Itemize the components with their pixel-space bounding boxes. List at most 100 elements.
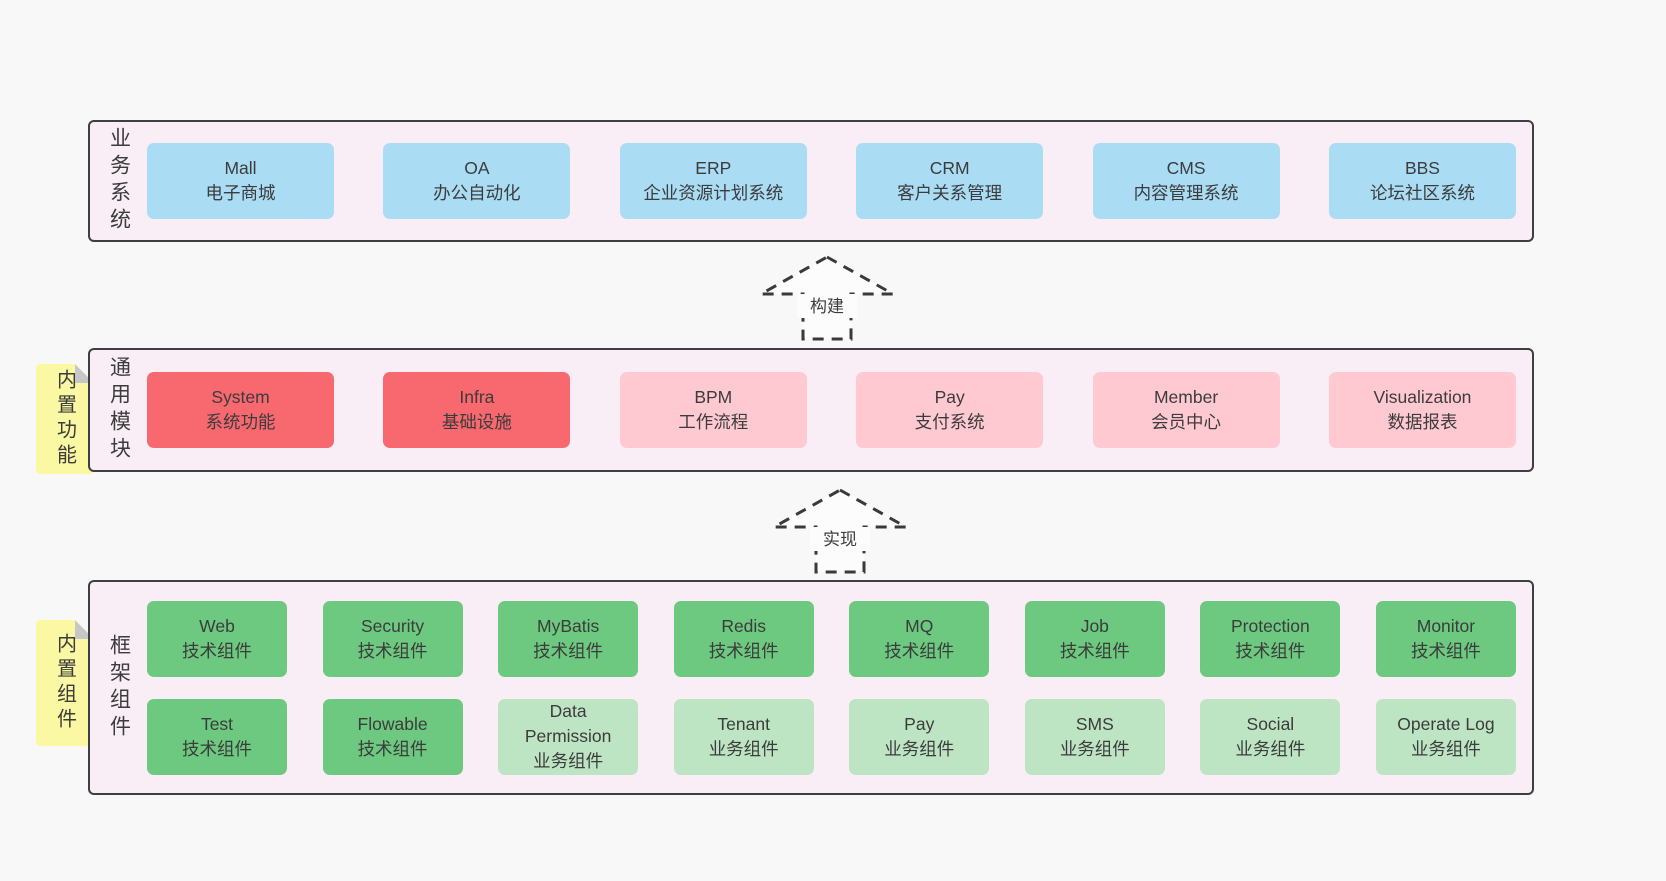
box-subtitle: 企业资源计划系统 [643,183,784,203]
box-title: Data Permission [524,701,612,747]
box-subtitle: 技术组件 [357,640,428,661]
box-title: Job [1080,615,1109,636]
box-subtitle: 工作流程 [678,412,749,432]
box-title: BBS [1404,158,1440,179]
box-subtitle: 内容管理系统 [1133,183,1239,203]
box-crm: CRM 客户关系管理 [856,143,1044,219]
box-test: Test 技术组件 [147,698,287,775]
box-tenant: Tenant 业务组件 [673,698,814,775]
box-subtitle: 论坛社区系统 [1369,183,1475,203]
components-row-1: Web 技术组件 Security 技术组件 MyBatis 技术组件 Redi… [147,600,1516,677]
framework-components-grid: Web 技术组件 Security 技术组件 MyBatis 技术组件 Redi… [147,582,1532,793]
box-job: Job 技术组件 [1024,600,1165,677]
box-title: Social [1246,713,1295,734]
box-subtitle: 业务组件 [884,738,955,759]
box-cms: CMS 内容管理系统 [1092,143,1280,219]
box-subtitle: 系统功能 [205,412,276,432]
box-title: Protection [1230,615,1310,636]
box-bpm: BPM 工作流程 [619,372,807,448]
box-subtitle: 技术组件 [182,640,252,661]
box-flowable: Flowable 技术组件 [322,698,463,775]
box-title: Test [200,713,234,734]
box-data-permission: Data Permission 业务组件 [498,698,639,775]
arrow-label-bg [810,527,870,551]
tab-built-in-features: 内置功能 [36,364,94,474]
box-bbs: BBS 论坛社区系统 [1328,143,1516,219]
box-subtitle: 基础设施 [441,412,512,432]
box-web: Web 技术组件 [147,600,287,677]
box-title: Tenant [717,713,770,734]
box-title: ERP [695,158,732,179]
tab-label: 内置功能 [53,369,76,469]
box-title: Pay [904,713,935,734]
box-title: CRM [929,158,970,179]
box-monitor: Monitor 技术组件 [1375,600,1516,677]
box-subtitle: 技术组件 [533,640,604,661]
box-title: System [211,387,270,408]
box-subtitle: 技术组件 [357,738,428,759]
box-subtitle: 业务组件 [533,750,604,771]
box-title: Security [360,615,425,636]
box-operate-log: Operate Log 业务组件 [1375,698,1516,775]
box-system: System 系统功能 [147,372,334,448]
tab-label: 内置组件 [53,633,76,733]
box-title: Redis [721,615,767,636]
box-title: MyBatis [537,615,600,636]
build-arrow-label: 构建 [810,297,844,316]
box-subtitle: 会员中心 [1151,412,1222,432]
implement-arrow: 实现 [770,487,910,575]
box-title: Monitor [1416,615,1476,636]
box-subtitle: 业务组件 [708,738,779,759]
box-title: Pay [934,387,965,408]
box-title: OA [464,158,490,179]
box-protection: Protection 技术组件 [1200,600,1341,677]
box-title: Flowable [357,713,428,734]
box-mybatis: MyBatis 技术组件 [498,600,639,677]
business-systems-label: 业务系统 [107,127,131,235]
box-pay-component: Pay 业务组件 [849,698,990,775]
box-title: Member [1153,387,1219,408]
box-title: SMS [1075,713,1114,734]
box-title: Infra [459,387,495,408]
common-modules-label: 通用模块 [107,356,131,464]
box-security: Security 技术组件 [322,600,463,677]
box-subtitle: 电子商城 [205,183,276,203]
business-systems-layer: 业务系统 Mall 电子商城 OA 办公自动化 ERP 企业资源计划系统 CRM… [88,120,1534,242]
box-subtitle: 技术组件 [1410,640,1481,661]
implement-arrow-label: 实现 [823,530,857,549]
tab-built-in-components: 内置组件 [36,620,94,746]
box-subtitle: 技术组件 [182,738,252,759]
build-arrow: 构建 [757,254,897,342]
box-subtitle: 客户关系管理 [897,183,1003,203]
framework-components-label: 框架组件 [107,633,131,742]
box-subtitle: 技术组件 [708,640,779,661]
box-mall: Mall 电子商城 [147,143,334,219]
box-visualization: Visualization 数据报表 [1328,372,1516,448]
box-subtitle: 业务组件 [1235,738,1306,759]
box-subtitle: 办公自动化 [433,183,521,203]
box-subtitle: 业务组件 [1410,738,1481,759]
box-erp: ERP 企业资源计划系统 [619,143,807,219]
box-title: Operate Log [1397,713,1495,734]
box-title: BPM [694,387,733,408]
common-modules-row: System 系统功能 Infra 基础设施 BPM 工作流程 Pay 支付系统… [147,350,1532,470]
box-title: Web [199,615,235,636]
box-title: Mall [224,158,257,179]
box-subtitle: 技术组件 [1235,640,1306,661]
components-row-2: Test 技术组件 Flowable 技术组件 Data Permission … [147,698,1516,775]
box-title: Visualization [1373,387,1472,408]
box-social: Social 业务组件 [1200,698,1341,775]
box-subtitle: 技术组件 [1059,640,1130,661]
common-modules-layer: 通用模块 System 系统功能 Infra 基础设施 BPM 工作流程 Pay… [88,348,1534,472]
box-sms: SMS 业务组件 [1024,698,1165,775]
box-member: Member 会员中心 [1092,372,1280,448]
box-title: CMS [1166,158,1206,179]
box-title: MQ [905,615,934,636]
box-pay-system: Pay 支付系统 [856,372,1044,448]
framework-components-layer: 框架组件 Web 技术组件 Security 技术组件 MyBatis 技术组件… [88,580,1534,795]
box-infra: Infra 基础设施 [383,372,571,448]
business-systems-row: Mall 电子商城 OA 办公自动化 ERP 企业资源计划系统 CRM 客户关系… [147,122,1532,240]
arrow-label-bg [797,294,857,318]
box-subtitle: 业务组件 [1059,738,1130,759]
box-subtitle: 支付系统 [914,412,985,432]
